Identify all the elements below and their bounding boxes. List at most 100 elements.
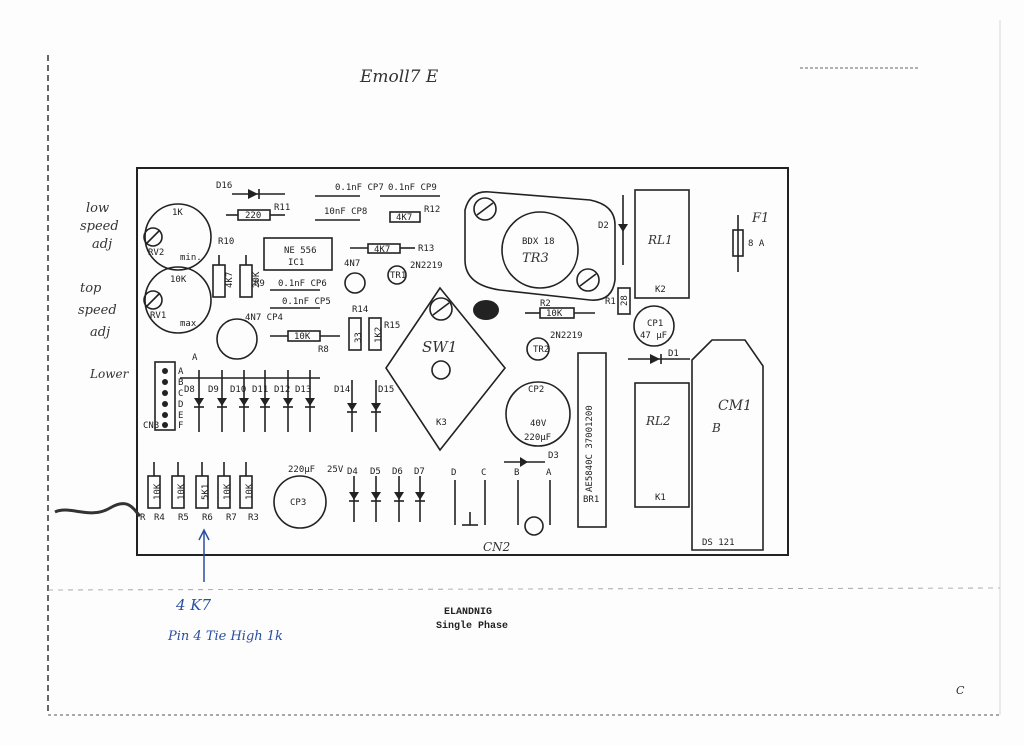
svg-text:D2: D2 <box>598 221 609 231</box>
svg-text:C: C <box>481 468 486 478</box>
ic1-ne556: R10 NE 556 IC1 <box>218 237 333 271</box>
note-top: top <box>80 281 102 296</box>
connector-cn2: D C B A D3 CN2 <box>451 451 559 554</box>
svg-text:R10: R10 <box>218 237 234 247</box>
svg-text:min.: min. <box>180 253 202 263</box>
svg-text:47 μF: 47 μF <box>640 331 667 341</box>
relay-rl1: RL1 K2 <box>634 189 690 299</box>
diode-d1: D1 <box>628 349 690 364</box>
resistor-r12: 4K7 R12 <box>389 205 440 223</box>
svg-text:D10: D10 <box>230 385 246 395</box>
note-speed-2: speed <box>78 303 117 318</box>
svg-text:D: D <box>178 400 183 410</box>
svg-text:R14: R14 <box>352 305 368 315</box>
svg-text:D12: D12 <box>274 385 290 395</box>
resistors-r9: 4K7 20K R9 <box>212 255 265 298</box>
svg-text:R4: R4 <box>154 513 165 523</box>
svg-text:10K: 10K <box>170 275 187 285</box>
resistor-r11: 220 R11 <box>226 203 290 221</box>
svg-text:1K2: 1K2 <box>374 327 384 343</box>
svg-text:CN2: CN2 <box>483 540 510 554</box>
svg-text:E: E <box>178 411 183 421</box>
wire-scribble <box>54 502 142 518</box>
svg-text:BR1: BR1 <box>583 495 599 505</box>
svg-text:R15: R15 <box>384 321 400 331</box>
power-transistor-tr3: BDX 18 TR3 <box>464 191 616 320</box>
annotation-value: 4 K7 <box>175 596 212 614</box>
bridge-br1: AE5840C 37001200 BR1 <box>577 352 607 528</box>
diode-row-d8-d13: D8 D9 D10 D11 D12 D13 <box>180 370 320 432</box>
transistor-tr2: TR2 2N2219 <box>526 331 583 361</box>
note-low: low <box>86 201 109 216</box>
svg-text:B: B <box>514 468 519 478</box>
page-frame <box>47 20 1001 716</box>
svg-text:D13: D13 <box>295 385 311 395</box>
svg-text:2N2219: 2N2219 <box>410 261 443 271</box>
svg-text:K1: K1 <box>655 493 666 503</box>
fuse-f1: F1 8 A <box>732 211 769 272</box>
svg-text:TR2: TR2 <box>533 345 549 355</box>
annotation-instruction: Pin 4 Tie High 1k <box>167 629 283 644</box>
svg-text:R2: R2 <box>540 299 551 309</box>
resistor-r1: R1 28 <box>605 287 631 315</box>
svg-text:CP2: CP2 <box>528 385 544 395</box>
capacitors-cp7-cp9-cp8: 0.1nF CP7 0.1nF CP9 10nF CP8 <box>315 183 440 221</box>
svg-text:R8: R8 <box>318 345 329 355</box>
svg-text:D4: D4 <box>347 467 358 477</box>
svg-text:220μF: 220μF <box>524 433 551 443</box>
svg-text:0.1nF CP6: 0.1nF CP6 <box>278 279 327 289</box>
svg-text:RL1: RL1 <box>647 233 673 247</box>
svg-text:R6: R6 <box>202 513 213 523</box>
svg-text:4K7: 4K7 <box>225 272 235 288</box>
svg-text:F1: F1 <box>751 211 769 226</box>
svg-text:4K7: 4K7 <box>374 245 390 255</box>
svg-text:8 A: 8 A <box>748 239 765 249</box>
svg-text:D14: D14 <box>334 385 350 395</box>
svg-text:D: D <box>451 468 456 478</box>
note-adj-2: adj <box>90 325 110 340</box>
note-adj: adj <box>92 237 112 252</box>
svg-text:R5: R5 <box>178 513 189 523</box>
svg-text:220: 220 <box>245 211 261 221</box>
margin-notes: low speed adj top speed adj Lower <box>78 201 130 381</box>
caption-title: ELANDNIG <box>444 607 492 618</box>
svg-text:40V: 40V <box>530 419 547 429</box>
svg-text:R13: R13 <box>418 244 434 254</box>
diode-d2: D2 <box>598 195 628 265</box>
svg-text:0.1nF CP7: 0.1nF CP7 <box>335 183 384 193</box>
svg-text:28: 28 <box>620 295 630 306</box>
svg-text:4N7 CP4: 4N7 CP4 <box>245 313 283 323</box>
svg-text:R9: R9 <box>254 279 265 289</box>
svg-text:B: B <box>178 378 183 388</box>
diode-d16: D16 <box>216 181 285 199</box>
svg-text:25V: 25V <box>327 465 344 475</box>
svg-text:A: A <box>546 468 552 478</box>
connector-cm1: CM1 B DS 121 <box>691 339 764 551</box>
svg-text:D1: D1 <box>668 349 679 359</box>
corner-note: C <box>956 684 965 697</box>
svg-text:F: F <box>178 421 183 431</box>
svg-text:NE 556: NE 556 <box>284 246 317 256</box>
svg-text:4N7: 4N7 <box>344 259 360 269</box>
svg-text:A: A <box>192 353 198 363</box>
note-speed: speed <box>80 219 119 234</box>
svg-text:CP3: CP3 <box>290 498 306 508</box>
svg-text:RL2: RL2 <box>645 414 671 428</box>
svg-text:33: 33 <box>354 332 364 343</box>
capacitors-cp6-cp5: 0.1nF CP6 0.1nF CP5 <box>270 279 331 309</box>
svg-text:10K: 10K <box>546 309 563 319</box>
caption-subtitle: Single Phase <box>436 620 508 632</box>
svg-text:10K: 10K <box>223 483 233 500</box>
capacitor-cp1: CP1 47 μF <box>633 305 675 347</box>
diodes-d14-d15: D14 D15 <box>334 380 394 432</box>
svg-text:R7: R7 <box>226 513 237 523</box>
trimmer-rv2: 1K RV2 min. <box>143 203 212 271</box>
blue-annotation: 4 K7 Pin 4 Tie High 1k <box>167 528 283 644</box>
resistor-r13: 4K7 R13 <box>350 243 434 255</box>
svg-text:R11: R11 <box>274 203 290 213</box>
svg-text:CN3: CN3 <box>143 421 159 431</box>
svg-text:D15: D15 <box>378 385 394 395</box>
svg-text:D16: D16 <box>216 181 232 191</box>
resistor-r2: R2 10K <box>525 299 595 319</box>
